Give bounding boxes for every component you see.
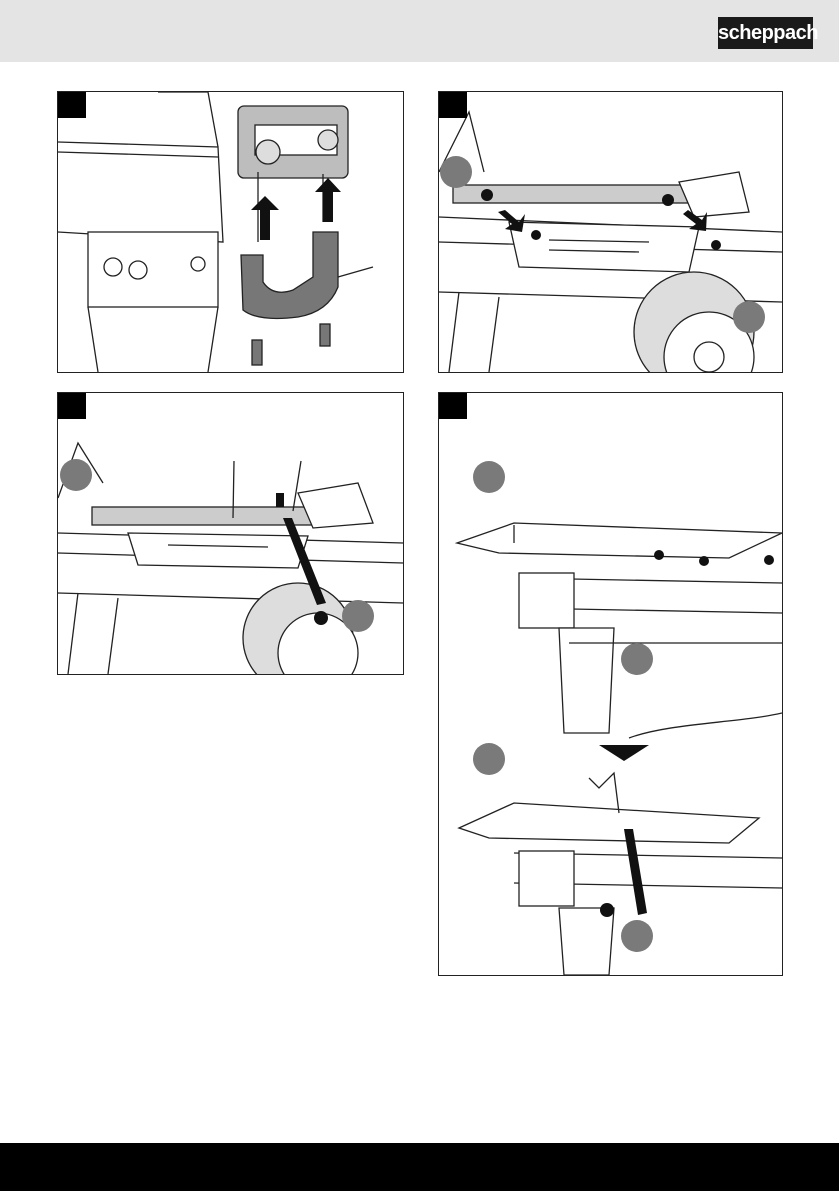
callout-circle-b xyxy=(621,643,653,675)
figure-4 xyxy=(438,392,783,976)
callout-circle-b xyxy=(733,301,765,333)
callout-circle-a xyxy=(440,156,472,188)
figure-2 xyxy=(438,91,783,373)
page-footer xyxy=(0,1143,839,1191)
table-bolt-removal-icon xyxy=(439,92,782,372)
figure-1 xyxy=(57,91,404,373)
callout-circle-d xyxy=(621,920,653,952)
table-mounting-wrench-icon xyxy=(58,393,403,674)
figure-3-number-badge xyxy=(58,393,86,419)
figure-2-number-badge xyxy=(439,92,467,118)
callout-circle-c xyxy=(473,743,505,775)
callout-circle-a xyxy=(60,459,92,491)
figure-1-number-badge xyxy=(58,92,86,118)
callout-circle-a xyxy=(473,461,505,493)
u-bracket-assembly-icon xyxy=(58,92,403,372)
page-header: scheppach xyxy=(0,0,839,62)
figure-3 xyxy=(57,392,404,675)
callout-circle-b xyxy=(342,600,374,632)
figure-4-number-badge xyxy=(439,393,467,419)
brand-logo: scheppach xyxy=(718,17,813,49)
